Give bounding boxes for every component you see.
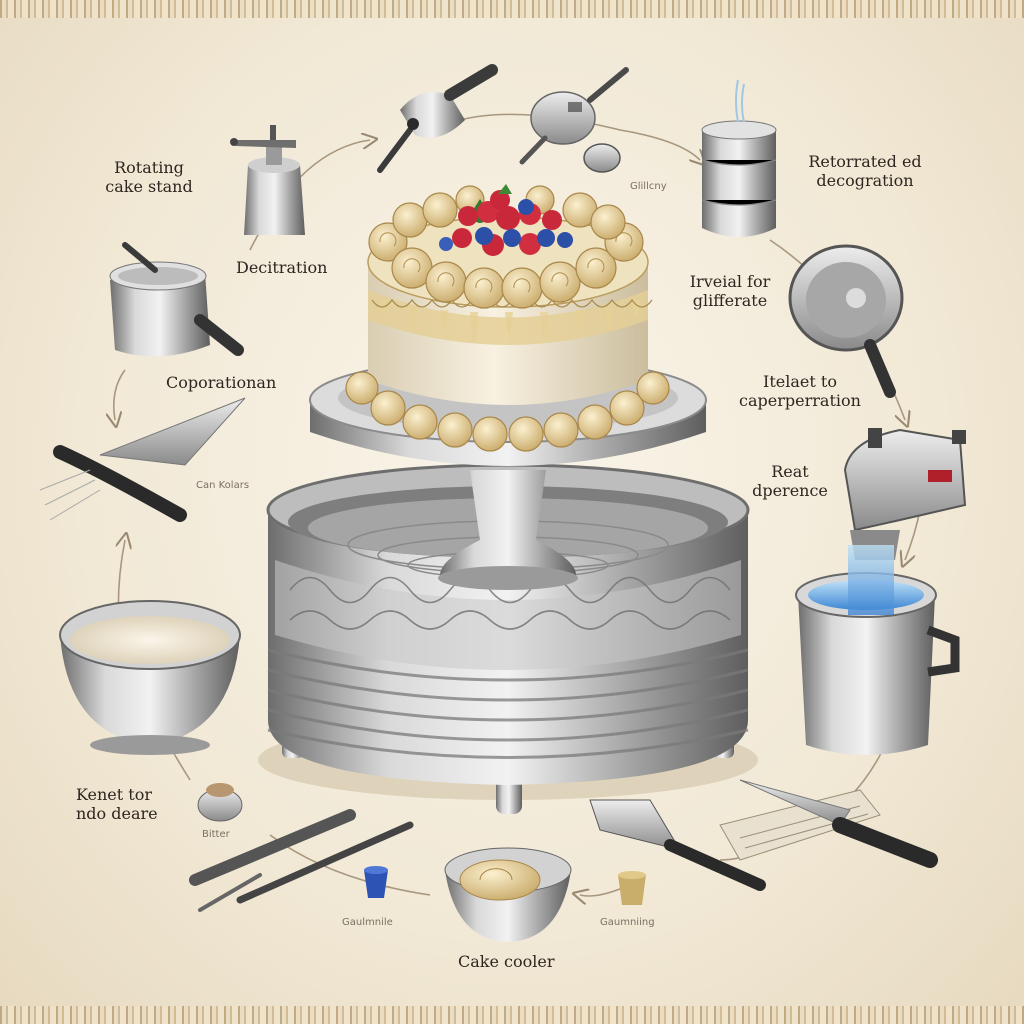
gaulate-right-label: Gaumniing bbox=[600, 917, 655, 928]
top-decorative-border bbox=[0, 0, 1024, 18]
retorrated-label: Retorrated ed decogration bbox=[800, 152, 930, 190]
sugar-bowl bbox=[59, 600, 241, 755]
ireal-for-line2: glifferate bbox=[692, 291, 768, 310]
knife-right bbox=[739, 779, 938, 868]
bottom-frosting-rosettes bbox=[345, 371, 670, 452]
knead-for-label: Kenet tor ndo deare bbox=[76, 785, 158, 823]
bottom-decorative-border bbox=[0, 1006, 1024, 1024]
relaet-to-line2: caperperration bbox=[739, 391, 861, 410]
gallery-small-label: Glillcny bbox=[630, 181, 667, 192]
offset-spatula bbox=[589, 799, 766, 891]
gold-nozzle bbox=[618, 871, 646, 905]
blow-torch bbox=[377, 64, 498, 173]
rotating-stand-line1: Rotating bbox=[114, 158, 184, 177]
piping-tubes bbox=[189, 809, 414, 912]
mixer-head bbox=[519, 67, 629, 173]
berries bbox=[439, 184, 573, 256]
steamer-unit bbox=[843, 428, 967, 615]
frying-pan bbox=[788, 244, 904, 398]
heat-dependence-line1: Reat bbox=[771, 462, 809, 481]
retorrated-line1: Retorrated ed bbox=[808, 152, 922, 171]
heat-dependence-line2: dperence bbox=[752, 481, 828, 500]
ornate-drum-base bbox=[266, 463, 750, 785]
heat-dependence-label: Reat dperence bbox=[740, 462, 840, 500]
bitter-label: Bitter bbox=[202, 829, 230, 840]
decoration-left-label: Decitration bbox=[236, 258, 328, 277]
cake-cooler-label: Cake cooler bbox=[458, 952, 555, 971]
saucepan bbox=[109, 242, 244, 357]
spray-bottle bbox=[230, 125, 305, 235]
small-cup bbox=[197, 783, 243, 822]
coporation-label: Coporationan bbox=[166, 373, 277, 392]
blue-nozzle bbox=[364, 866, 388, 898]
pedestal bbox=[438, 470, 578, 590]
can-knives-label: Can Kolars bbox=[196, 480, 250, 491]
knife-left bbox=[39, 397, 246, 522]
relaet-to-line1: Itelaet to bbox=[763, 372, 837, 391]
cream-bowl bbox=[444, 847, 572, 942]
ireal-for-line1: Irveial for bbox=[689, 272, 771, 291]
retorrated-line2: decogration bbox=[816, 171, 914, 190]
rosette-swirls bbox=[379, 232, 633, 293]
gaulate-left-label: Gaulmnile bbox=[342, 917, 393, 928]
knead-for-line1: Kenet tor bbox=[76, 785, 152, 804]
ireal-for-label: Irveial for glifferate bbox=[670, 272, 790, 310]
rotating-stand-line2: cake stand bbox=[105, 177, 193, 196]
canister bbox=[701, 79, 777, 237]
rotating-stand-label: Rotating cake stand bbox=[94, 158, 204, 196]
knead-for-line2: ndo deare bbox=[76, 804, 158, 823]
relaet-to-label: Itelaet to caperperration bbox=[730, 372, 870, 410]
